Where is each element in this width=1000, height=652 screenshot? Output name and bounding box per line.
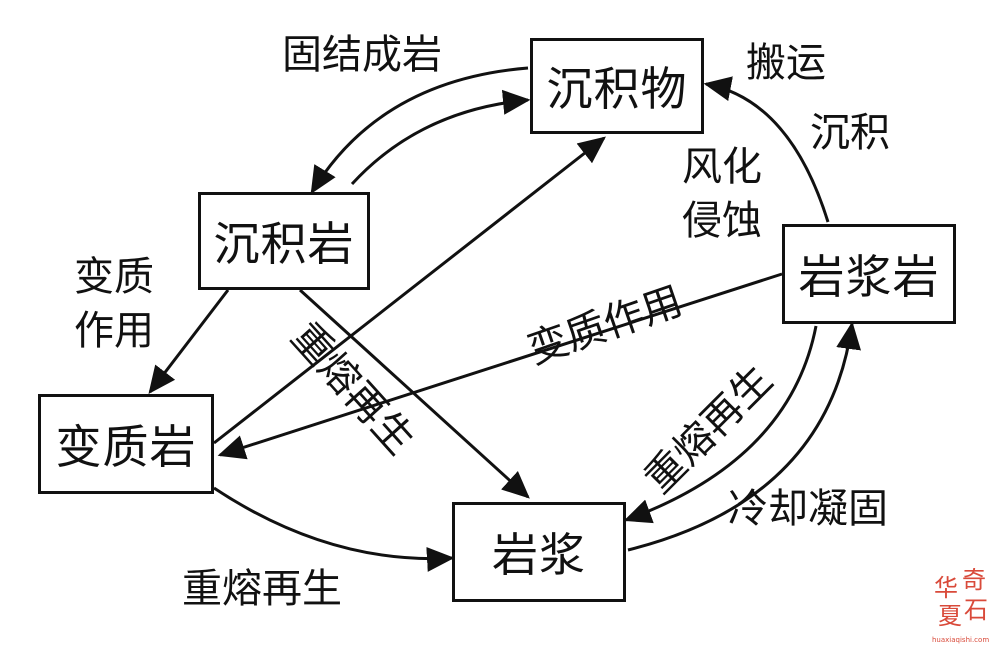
watermark-char-2: 奇 — [962, 568, 986, 594]
node-sediment: 沉积物 — [530, 38, 704, 134]
label-remelting-bottom: 重熔再生 — [182, 566, 342, 612]
node-magma: 岩浆 — [452, 502, 626, 602]
watermark-url: huaxiaqishi.com — [932, 636, 989, 644]
label-weathering: 风化 — [682, 144, 762, 190]
arrow-magma-to-igneous — [627, 321, 861, 552]
arrow-sediment-to-sedimentary — [310, 66, 529, 195]
arrow-metamorphic-to-magma — [213, 486, 455, 572]
label-cooling: 冷却凝固 — [728, 486, 888, 532]
node-sedimentary-rock: 沉积岩 — [198, 192, 370, 290]
label-erosion: 侵蚀 — [682, 198, 762, 244]
node-igneous-rock: 岩浆岩 — [782, 224, 956, 324]
node-metamorphic-rock: 变质岩 — [38, 394, 214, 494]
watermark-char-4: 石 — [964, 596, 988, 624]
arrow-igneous-to-sediment — [703, 76, 830, 223]
label-deposition: 沉积 — [810, 110, 890, 156]
watermark-char-1: 华 — [934, 574, 958, 602]
label-metamorphism-left-1: 变质 — [74, 254, 154, 300]
arrow-metamorphic-to-sediment — [213, 136, 606, 445]
watermark-char-3: 夏 — [938, 602, 962, 630]
label-lithification: 固结成岩 — [282, 32, 442, 78]
label-transport: 搬运 — [746, 40, 826, 86]
arrow-sedimentary-to-sediment — [350, 89, 531, 186]
watermark-logo: 华 奇 夏 石 huaxiaqishi.com — [932, 568, 989, 644]
label-metamorphism-left-2: 作用 — [74, 308, 154, 354]
arrow-igneous-to-metamorphic — [217, 272, 783, 460]
arrow-sedimentary-to-metamorphic — [148, 289, 230, 394]
arrow-igneous-to-magma — [623, 325, 818, 524]
